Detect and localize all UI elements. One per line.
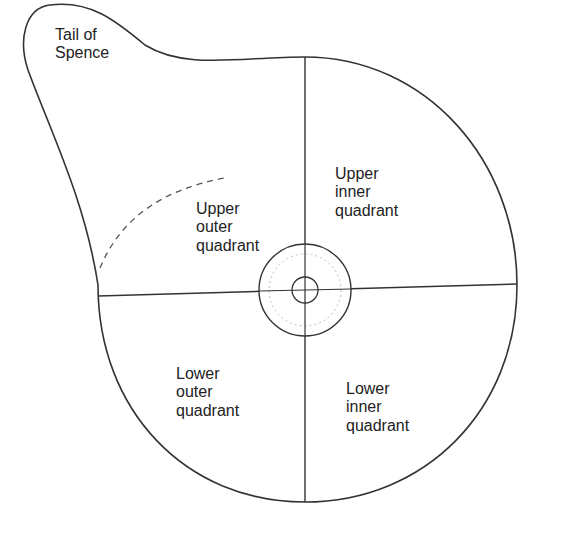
quadrant-label: Upper outer quadrant bbox=[196, 200, 268, 255]
vertical-divider bbox=[304, 57, 305, 502]
region-label: Tail of Spence bbox=[55, 26, 117, 63]
horizontal-divider-center bbox=[259, 289, 351, 291]
quadrant-label: Lower inner quadrant bbox=[346, 380, 418, 435]
quadrant-label: Lower outer quadrant bbox=[176, 365, 248, 420]
outline-path bbox=[24, 4, 517, 502]
quadrant-label: Upper inner quadrant bbox=[335, 165, 407, 220]
areola bbox=[259, 244, 351, 336]
